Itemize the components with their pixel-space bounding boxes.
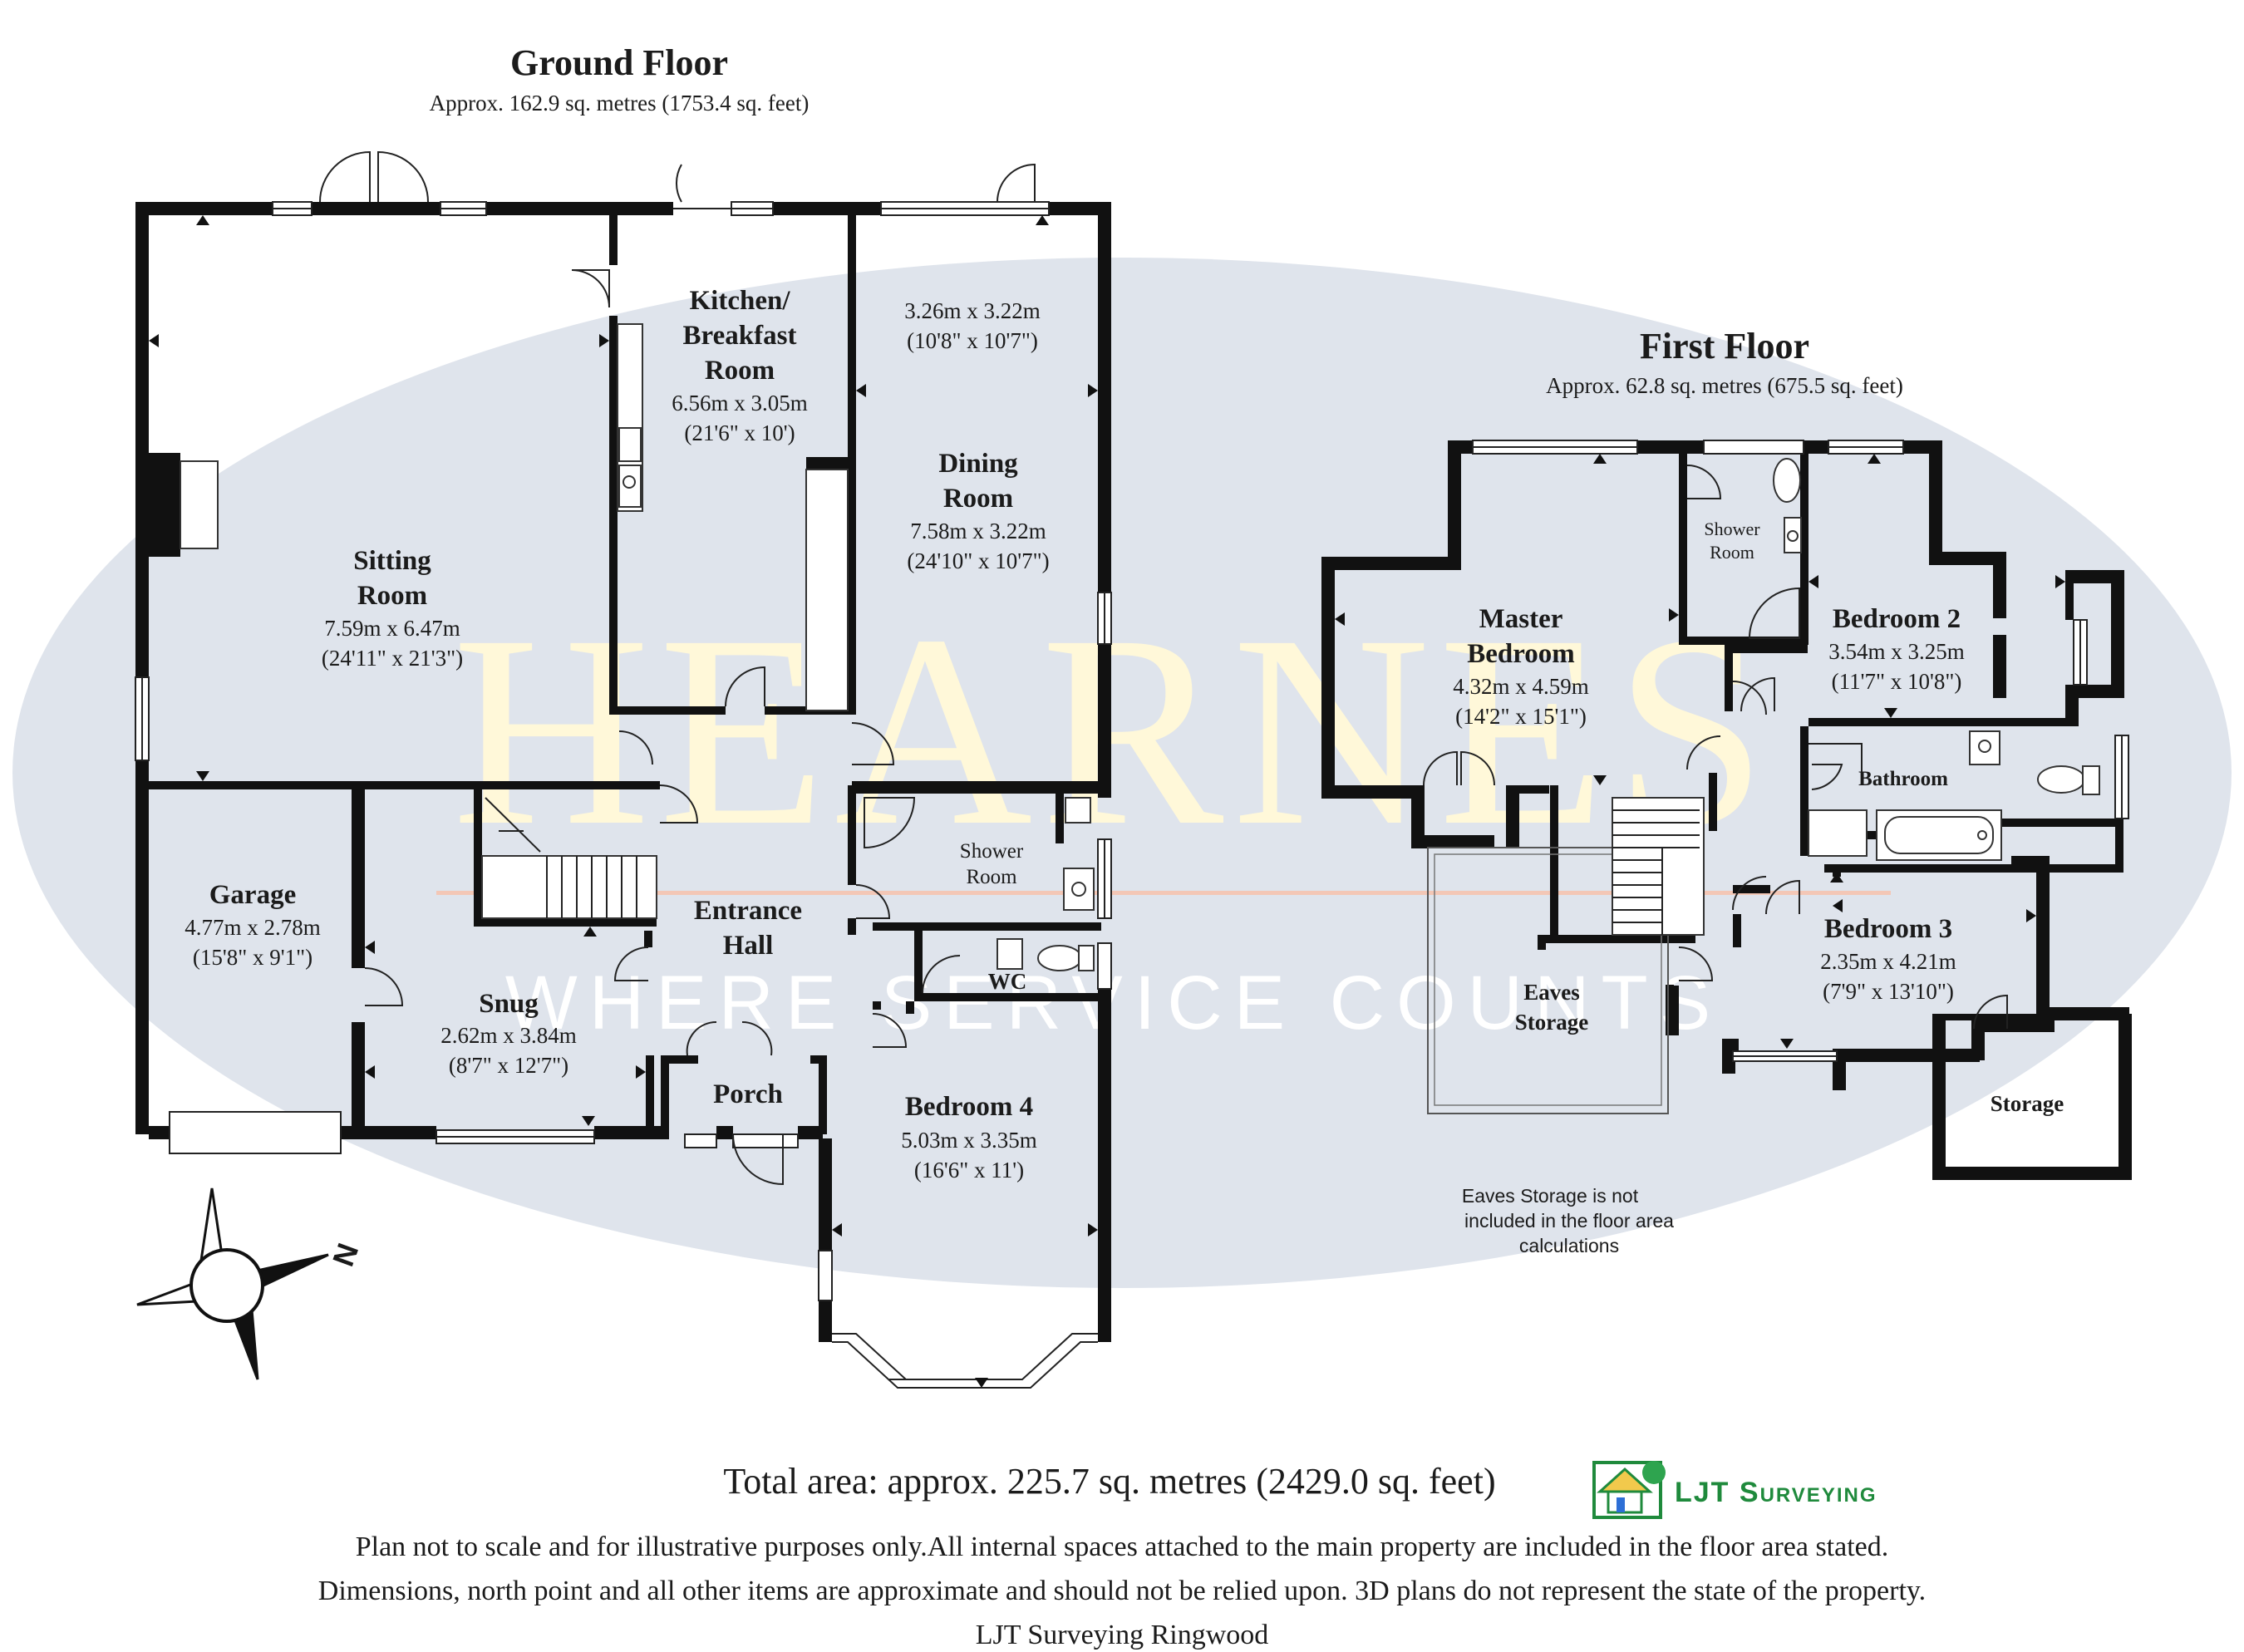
eaves-storage-outline	[1427, 847, 1669, 1114]
dining-dim-m: 7.58m x 3.22m	[910, 519, 1046, 543]
dining-dim-ft: (24'10" x 10'7")	[907, 548, 1049, 573]
bathroom-label: Bathroom	[1858, 768, 1948, 790]
kitchen-dim-m: 6.56m x 3.05m	[672, 391, 808, 415]
first-floor-walls	[1321, 440, 2132, 1180]
ff-shower-name-2: Room	[1710, 542, 1754, 563]
bedroom3-dim-ft: (7'9" x 13'10")	[1823, 979, 1954, 1004]
master-name-1: Master	[1479, 604, 1563, 634]
gf-shower-name-1: Shower	[960, 840, 1024, 863]
storage-label: Storage	[1991, 1091, 2064, 1116]
gf-shower-room-label: Shower Room	[960, 840, 1024, 888]
first-floor-title: First Floor	[1640, 326, 1809, 366]
ff-shower-name-1: Shower	[1704, 519, 1760, 539]
wc-label: WC	[988, 969, 1027, 994]
master-bedroom-label: Master Bedroom 4.32m x 4.59m (14'2" x 15…	[1453, 604, 1589, 729]
ground-floor-arrows	[149, 215, 1098, 1388]
watermark-divider	[436, 891, 1891, 895]
eaves-note-line-3: calculations	[1519, 1235, 1619, 1256]
porch-label: Porch	[713, 1079, 783, 1109]
entrance-hall-label: Entrance Hall	[694, 896, 802, 961]
dining-name-2: Room	[943, 484, 1013, 514]
ground-floor-area: Approx. 162.9 sq. metres (1753.4 sq. fee…	[430, 91, 810, 116]
bedroom4-label: Bedroom 4 5.03m x 3.35m (16'6" x 11')	[901, 1092, 1037, 1182]
bedroom2-dim-ft: (11'7" x 10'8")	[1832, 669, 1962, 694]
bedroom4-name: Bedroom 4	[905, 1092, 1033, 1122]
bedroom3-dim-m: 2.35m x 4.21m	[1820, 949, 1956, 974]
watermark-brand: HEARNES	[452, 579, 1775, 883]
eaves-note: Eaves Storage is not included in the flo…	[1462, 1185, 1674, 1256]
bedroom3-label: Bedroom 3 2.35m x 4.21m (7'9" x 13'10")	[1820, 914, 1956, 1004]
garage-name: Garage	[209, 880, 296, 910]
sitting-dim-ft: (24'11" x 21'3")	[322, 646, 463, 671]
dining-annex-dim-m: 3.26m x 3.22m	[904, 298, 1041, 323]
bedroom2-dim-m: 3.54m x 3.25m	[1828, 639, 1965, 664]
disclaimer-line-1: Plan not to scale and for illustrative p…	[356, 1532, 1889, 1562]
kitchen-label: Kitchen/ Breakfast Room 6.56m x 3.05m (2…	[672, 286, 808, 445]
dining-room-label: Dining Room 7.58m x 3.22m (24'10" x 10'7…	[907, 449, 1049, 573]
gf-shower-name-2: Room	[966, 866, 1017, 888]
entrance-name-1: Entrance	[694, 896, 802, 926]
eaves-name-1: Eaves	[1523, 980, 1580, 1005]
logo-text: LJT Surveying	[1675, 1477, 1877, 1508]
credit-line: LJT Surveying Ringwood	[976, 1620, 1269, 1650]
first-floor-stairs	[1612, 797, 1705, 936]
sitting-name-2: Room	[357, 581, 427, 611]
entrance-name-2: Hall	[723, 931, 774, 961]
sitting-name-1: Sitting	[353, 546, 431, 576]
bedroom2-label: Bedroom 2 3.54m x 3.25m (11'7" x 10'8")	[1828, 604, 1965, 694]
kitchen-name-2: Breakfast	[683, 321, 797, 351]
garage-label: Garage 4.77m x 2.78m (15'8" x 9'1")	[185, 880, 321, 970]
kitchen-dim-ft: (21'6" x 10')	[684, 420, 795, 445]
ff-shower-room-label: Shower Room	[1704, 519, 1760, 563]
house-tree-logo-icon	[1592, 1461, 1666, 1519]
first-floor-fixtures	[1423, 440, 2129, 1062]
eaves-name-2: Storage	[1515, 1010, 1588, 1035]
master-dim-m: 4.32m x 4.59m	[1453, 674, 1589, 699]
kitchen-name-1: Kitchen/	[690, 286, 791, 316]
compass-north-label: N	[326, 1239, 365, 1271]
snug-label: Snug 2.62m x 3.84m (8'7" x 12'7")	[440, 989, 577, 1078]
garage-dim-ft: (15'8" x 9'1")	[193, 945, 312, 970]
ground-floor-title: Ground Floor	[510, 42, 728, 83]
dining-name-1: Dining	[938, 449, 1018, 479]
total-area: Total area: approx. 225.7 sq. metres (24…	[723, 1461, 1495, 1502]
master-name-2: Bedroom	[1467, 639, 1575, 669]
bedroom4-dim-m: 5.03m x 3.35m	[901, 1128, 1037, 1153]
kitchen-name-3: Room	[705, 356, 775, 386]
bedroom4-dim-ft: (16'6" x 11')	[914, 1158, 1024, 1182]
disclaimer-line-2: Dimensions, north point and all other it…	[318, 1576, 1926, 1606]
first-floor-area: Approx. 62.8 sq. metres (675.5 sq. feet)	[1546, 373, 1903, 398]
ground-floor-walls	[135, 202, 1111, 1342]
eaves-note-line-1: Eaves Storage is not	[1462, 1185, 1639, 1207]
snug-name: Snug	[479, 989, 539, 1019]
garage-dim-m: 4.77m x 2.78m	[185, 915, 321, 940]
sitting-room-label: Sitting Room 7.59m x 6.47m (24'11" x 21'…	[322, 546, 463, 671]
first-floor-arrows	[1335, 454, 2065, 1049]
sitting-dim-m: 7.59m x 6.47m	[324, 616, 460, 641]
eaves-note-line-2: included in the floor area	[1464, 1210, 1674, 1232]
ground-floor-stairs	[481, 797, 657, 919]
snug-dim-ft: (8'7" x 12'7")	[449, 1053, 568, 1078]
snug-dim-m: 2.62m x 3.84m	[440, 1023, 577, 1048]
bedroom3-name: Bedroom 3	[1824, 914, 1952, 944]
dining-annex-dim-ft: (10'8" x 10'7")	[907, 328, 1038, 353]
compass-rose-icon: N	[136, 1187, 365, 1380]
dining-annex-label: 3.26m x 3.22m (10'8" x 10'7")	[904, 298, 1041, 353]
bedroom2-name: Bedroom 2	[1833, 604, 1961, 634]
ground-floor-fixtures	[135, 150, 1112, 1389]
master-dim-ft: (14'2" x 15'1")	[1455, 704, 1587, 729]
eaves-storage-label: Eaves Storage	[1515, 980, 1588, 1035]
